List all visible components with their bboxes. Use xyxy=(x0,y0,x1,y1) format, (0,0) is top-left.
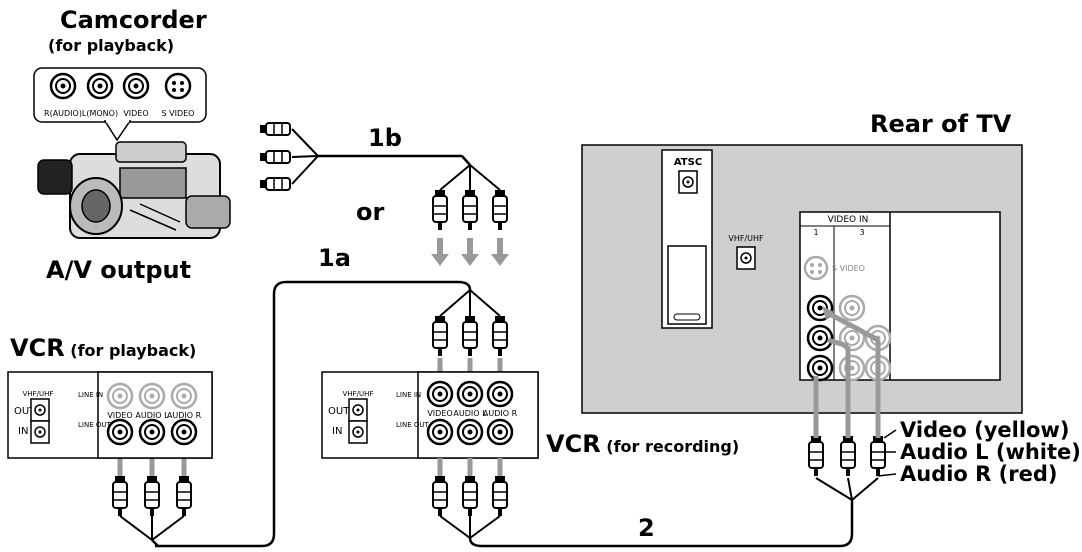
tv-vhf-uhf-coax xyxy=(736,246,756,270)
camcorder-audio-r-jack xyxy=(49,72,77,100)
vcr-recording-label-video: VIDEO xyxy=(427,409,452,418)
cable-1a-plug-vcr-audio-l xyxy=(462,315,478,357)
vcr-recording-title: VCR xyxy=(546,430,601,458)
cable-1b-plug-camcorder-2 xyxy=(259,150,291,164)
cable-1a-plug-playback-video xyxy=(112,475,128,517)
vcr-recording-in: IN xyxy=(332,426,342,437)
cable-legend-video: Video (yellow) xyxy=(900,418,1070,442)
tv-audio-r-jack-3 xyxy=(838,354,866,382)
vcr-playback-vhf-uhf: VHF/UHF xyxy=(23,390,54,398)
camcorder-jack-label-r: R(AUDIO) xyxy=(44,109,82,118)
cable-legend-audio-l: Audio L (white) xyxy=(900,440,1081,464)
camcorder-output-label: A/V output xyxy=(46,256,192,284)
cable-1b-plug-camcorder-1 xyxy=(259,122,291,136)
vcr-playback-line-in: LINE IN xyxy=(78,391,103,399)
camcorder-jack-label-s-video: S VIDEO xyxy=(162,109,195,118)
vcr-recording-line-out-audio-r-jack xyxy=(486,418,514,446)
vcr-playback-coax-in xyxy=(30,420,50,444)
cable-1b-plug-vcr-audio-l xyxy=(462,189,478,231)
vcr-playback-out: OUT xyxy=(14,406,36,417)
vcr-recording-panel: VHF/UHF OUT IN LINE IN LINE OUT VIDEO AU… xyxy=(321,371,539,459)
arrow-down-icon xyxy=(491,238,509,266)
tv-s-video-label: S VIDEO xyxy=(832,264,865,273)
camcorder-s-video-jack xyxy=(164,72,192,100)
tv-video-in-col-1: 1 xyxy=(813,228,818,237)
vcr-recording-out: OUT xyxy=(328,406,350,417)
camcorder-video-jack xyxy=(122,72,150,100)
camcorder-jack-panel: R(AUDIO) L(MONO) VIDEO S VIDEO xyxy=(33,67,207,142)
tv-s-video-jack xyxy=(803,255,829,281)
cable-2-label: 2 xyxy=(638,514,655,542)
camcorder-jack-label-l: L(MONO) xyxy=(82,109,118,118)
cable-1a-plug-playback-audio-l xyxy=(144,475,160,517)
vcr-playback-line-in-video-jack xyxy=(106,382,134,410)
cable-1a-label: 1a xyxy=(318,244,351,272)
cable-1b-plug-vcr-video xyxy=(432,189,448,231)
tv-atsc-coax xyxy=(678,170,698,194)
tv-atsc-label: ATSC xyxy=(674,157,702,168)
vcr-recording-coax-out xyxy=(348,398,368,422)
cable-or-label: or xyxy=(356,198,385,226)
vcr-recording-line-in: LINE IN xyxy=(396,391,421,399)
vcr-recording-subtitle: (for recording) xyxy=(606,437,740,456)
tv-video-jack-3 xyxy=(838,294,866,322)
vcr-playback-line-in-audio-l-jack xyxy=(138,382,166,410)
arrow-down-icon xyxy=(461,238,479,266)
tv-audio-r-jack-1 xyxy=(806,354,834,382)
cable-1a-plug-playback-audio-r xyxy=(176,475,192,517)
cable-1b-label: 1b xyxy=(368,124,402,152)
vcr-playback-line-out: LINE OUT xyxy=(78,421,111,429)
vcr-playback-heading: VCR (for playback) xyxy=(10,334,196,362)
vcr-recording-heading: VCR (for recording) xyxy=(546,430,739,458)
vcr-playback-panel: VHF/UHF OUT IN LINE IN LINE OUT VIDEO AU… xyxy=(7,371,213,459)
vcr-playback-title: VCR xyxy=(10,334,65,362)
tv-vhf-uhf-label: VHF/UHF xyxy=(728,234,764,243)
vcr-recording-line-out-video-jack xyxy=(426,418,454,446)
vcr-recording-line-in-audio-r-jack xyxy=(486,380,514,408)
tv-video-in-label: VIDEO IN xyxy=(828,215,869,225)
vcr-recording-coax-in xyxy=(348,420,368,444)
cable-2-plug-tv-audio-r xyxy=(808,435,824,477)
vcr-playback-label-audio-l: AUDIO L xyxy=(135,411,169,420)
camcorder-icon xyxy=(37,141,231,239)
vcr-recording-line-out: LINE OUT xyxy=(396,421,429,429)
vcr-recording-line-in-video-jack xyxy=(426,380,454,408)
vcr-recording-line-out-audio-l-jack xyxy=(456,418,484,446)
vcr-recording-label-audio-r: AUDIO R xyxy=(483,409,518,418)
arrow-down-icon xyxy=(431,238,449,266)
cable-1b-plug-camcorder-3 xyxy=(259,177,291,191)
vcr-recording-label-audio-l: AUDIO L xyxy=(453,409,487,418)
cable-2-plug-tv-audio-l xyxy=(840,435,856,477)
cable-1a-plug-vcr-audio-r xyxy=(492,315,508,357)
vcr-playback-line-out-audio-r-jack xyxy=(170,418,198,446)
cable-2-plug-tv-video xyxy=(870,435,886,477)
vcr-playback-subtitle: (for playback) xyxy=(70,341,197,360)
vcr-playback-label-video: VIDEO xyxy=(107,411,132,420)
vcr-recording-line-in-audio-l-jack xyxy=(456,380,484,408)
cable-legend-audio-r: Audio R (red) xyxy=(900,462,1058,486)
vcr-playback-in: IN xyxy=(18,426,28,437)
cable-1b-plug-vcr-audio-r xyxy=(492,189,508,231)
tv-rear-panel: ATSC VHF/UHF VIDEO IN 1 3 S VIDEO xyxy=(581,144,1023,477)
camcorder-title: Camcorder xyxy=(60,6,207,34)
tv-title: Rear of TV xyxy=(870,110,1012,138)
vcr-playback-line-out-video-jack xyxy=(106,418,134,446)
cable-2-plug-vcr-audio-r xyxy=(492,475,508,517)
camcorder-subtitle: (for playback) xyxy=(48,36,175,55)
vcr-playback-line-out-audio-l-jack xyxy=(138,418,166,446)
camcorder-audio-l-jack xyxy=(86,72,114,100)
vcr-playback-coax-out xyxy=(30,398,50,422)
cable-1b xyxy=(259,122,509,266)
cable-1a-plug-vcr-video xyxy=(432,315,448,357)
tv-audio-l-jack-1 xyxy=(806,324,834,352)
vcr-recording-vhf-uhf: VHF/UHF xyxy=(343,390,374,398)
camcorder-jack-label-video: VIDEO xyxy=(123,109,148,118)
vcr-playback-line-in-audio-r-jack xyxy=(170,382,198,410)
cable-2-plug-vcr-video xyxy=(432,475,448,517)
vcr-playback-label-audio-r: AUDIO R xyxy=(167,411,202,420)
cable-2-plug-vcr-audio-l xyxy=(462,475,478,517)
tv-video-in-col-3: 3 xyxy=(859,228,864,237)
cable-2 xyxy=(432,435,886,548)
